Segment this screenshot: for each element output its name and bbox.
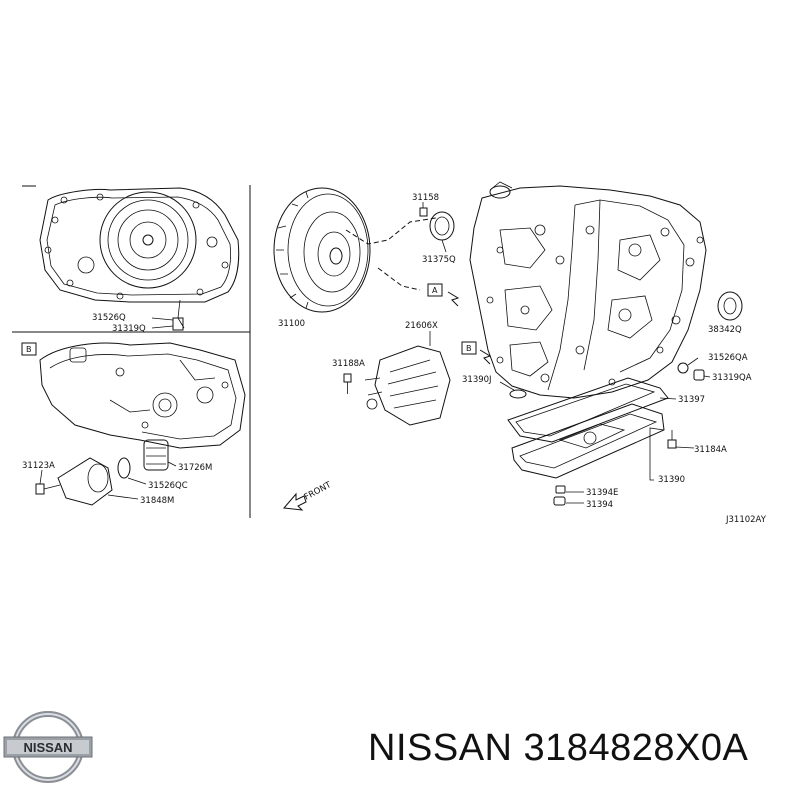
part-label-31319q: 31319Q [112, 324, 146, 334]
part-label-31375q: 31375Q [422, 255, 456, 265]
front-arrow-icon [283, 492, 307, 511]
part-label-31158: 31158 [412, 193, 439, 203]
oil-pan-gasket [507, 377, 669, 443]
section-a-arrow [447, 291, 460, 307]
section-b-letter: B [26, 345, 32, 354]
oil-cooler [364, 345, 451, 426]
part-label-31319qa: 31319QA [712, 373, 752, 383]
torque-converter [273, 187, 371, 313]
front-label: FRONT [303, 480, 334, 503]
part-label-31526qc: 31526QC [148, 481, 188, 491]
bolt-31158 [419, 202, 428, 217]
section-b-arrow [479, 349, 492, 365]
gasket-31390j [509, 389, 527, 399]
part-label-31188a: 31188A [332, 359, 365, 369]
diagram-code: J31102AY [725, 515, 767, 525]
part-label-31390j: 31390J [462, 375, 492, 385]
part-label-38342q: 38342Q [708, 325, 742, 335]
part-label-31390: 31390 [658, 475, 685, 485]
oil-seal-31375q [429, 211, 455, 253]
part-label-31184a: 31184A [694, 445, 727, 455]
drain-plug-right [677, 362, 705, 381]
part-label-31726m: 31726M [178, 463, 212, 473]
part-number-title: NISSAN 3184828X0A [368, 727, 749, 769]
oil-pan [511, 403, 665, 479]
nissan-logo-text: NISSAN [23, 740, 72, 755]
diagram-frame [12, 185, 251, 518]
section-a-letter: A [432, 286, 438, 295]
transaxle-case [469, 181, 707, 399]
part-label-31397: 31397 [678, 395, 705, 405]
part-label-31100: 31100 [278, 319, 305, 329]
part-label-21606x: 21606X [405, 321, 438, 331]
section-a-marker [427, 283, 443, 297]
bolt-31184a [667, 430, 677, 449]
leader-lines-left [39, 461, 177, 500]
part-label-31394: 31394 [586, 500, 613, 510]
section-b-letter-center: B [466, 344, 472, 353]
oil-seal-38342q [717, 291, 743, 321]
section-b-marker [21, 342, 37, 356]
nissan-logo: NISSAN [3, 711, 93, 783]
section-b-marker-center [461, 341, 477, 355]
transmission-housing-front-view [39, 187, 240, 331]
part-label-31526qa: 31526QA [708, 353, 748, 363]
transmission-side-view [35, 342, 246, 506]
bolt-31188a [343, 373, 352, 394]
converter-dashed-leaders [345, 217, 437, 291]
part-label-31526q: 31526Q [92, 313, 126, 323]
part-label-31848m: 31848M [140, 496, 174, 506]
part-label-31394e: 31394E [586, 488, 618, 498]
drain-plug-bottom [553, 485, 566, 506]
part-label-31123a: 31123A [22, 461, 55, 471]
